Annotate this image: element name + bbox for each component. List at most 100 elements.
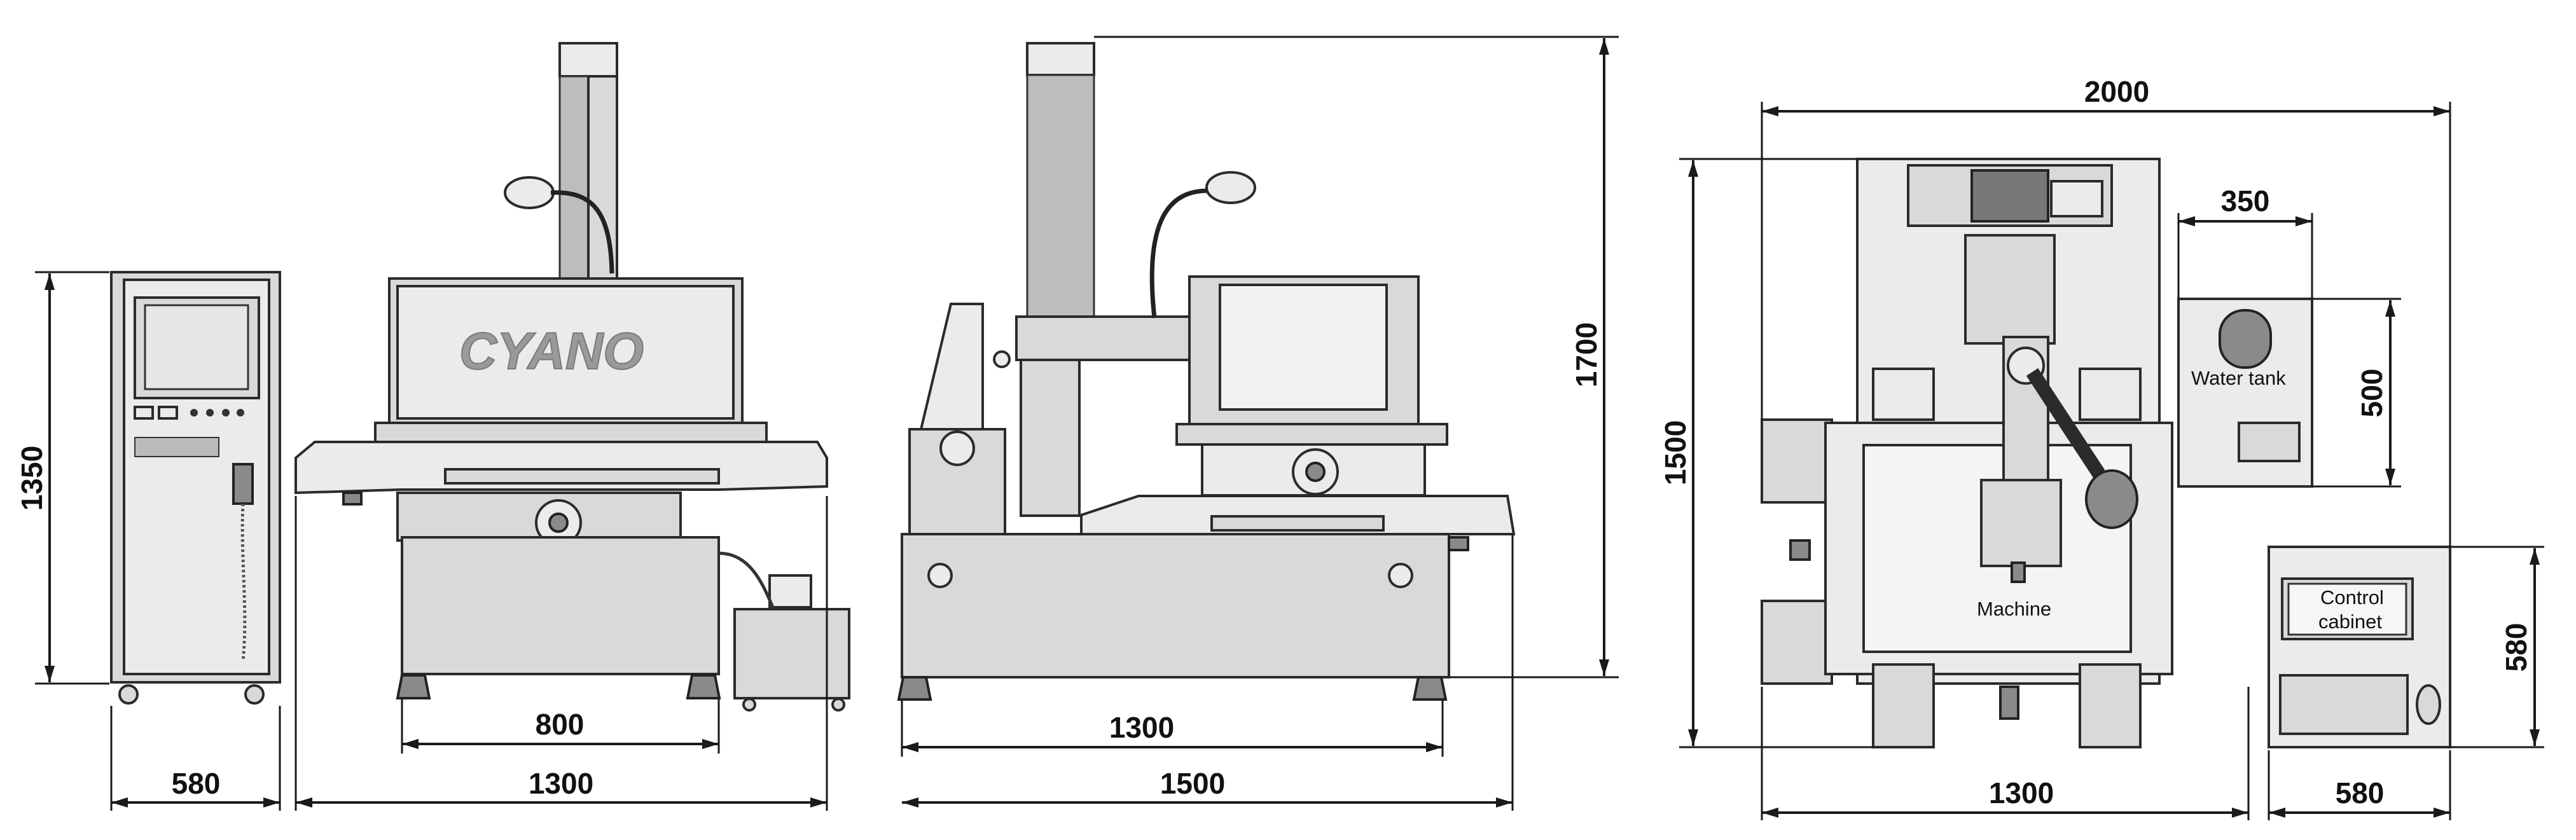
wire-guide-arm xyxy=(919,303,984,430)
plan-foot-block xyxy=(1872,663,1935,748)
plan-nozzle xyxy=(2011,561,2026,583)
plan-motor xyxy=(2050,180,2103,217)
side-head-window xyxy=(1219,284,1388,411)
plan-handle xyxy=(1789,539,1811,561)
dimension-arrowhead xyxy=(2232,808,2248,818)
dimension-arrowhead xyxy=(2385,469,2395,485)
dimension-arrowhead xyxy=(902,742,918,752)
dim-label-plan-cabinet-width: 580 xyxy=(2336,776,2385,809)
plan-keyboard xyxy=(2279,674,2409,735)
tank-caster xyxy=(831,698,845,712)
dim-label-plan-cabinet-depth: 580 xyxy=(2500,623,2533,672)
dimension-arrowhead xyxy=(810,797,827,808)
tank-bracket xyxy=(342,492,363,506)
work-lamp xyxy=(504,176,555,209)
plan-wire-drum xyxy=(1970,169,2049,223)
dimension-arrowhead xyxy=(111,797,128,808)
dimension-arrowhead xyxy=(263,797,280,808)
cabinet-handwheel-pendant xyxy=(232,463,254,505)
plan-mouse xyxy=(2416,684,2441,725)
side-lamp-gooseneck xyxy=(1149,188,1208,319)
base-bracket xyxy=(1448,536,1469,551)
work-tank xyxy=(294,441,828,495)
column-cap xyxy=(558,42,618,78)
coolant-tank xyxy=(733,608,850,699)
brand-logo: CYANO xyxy=(459,322,644,380)
cabinet-keyboard xyxy=(134,437,219,457)
dim-label-side-height: 1700 xyxy=(1570,322,1603,387)
dim-label-front-base-width: 800 xyxy=(536,708,585,741)
dimension-arrowhead xyxy=(45,666,55,682)
dim-label-cabinet-height: 1350 xyxy=(15,446,48,511)
dim-label-front-total-width: 1300 xyxy=(529,767,593,800)
dimension-arrowhead xyxy=(702,739,719,749)
cabinet-knob xyxy=(190,409,198,417)
plan-drain-valve xyxy=(1999,685,2019,720)
base-drain xyxy=(927,563,953,588)
dimension-arrowhead xyxy=(1762,808,1778,818)
water-tank-pump xyxy=(2238,422,2301,462)
dimension-arrowhead xyxy=(1688,729,1698,746)
upper-head-cover xyxy=(396,285,735,420)
side-column-bellows xyxy=(1026,74,1095,318)
side-column-cap xyxy=(1026,42,1095,76)
cabinet-button xyxy=(134,406,154,420)
column-bellows xyxy=(558,75,590,281)
coolant-hose xyxy=(718,551,775,608)
cabinet-screen xyxy=(144,304,249,390)
dimension-arrowhead xyxy=(1762,106,1778,116)
lamp-gooseneck xyxy=(550,190,614,274)
dim-label-tank-depth: 500 xyxy=(2355,369,2388,418)
side-work-lamp xyxy=(1205,171,1256,204)
machine-base xyxy=(401,536,720,675)
cabinet-knob xyxy=(237,409,244,417)
dim-label-plan-depth: 1500 xyxy=(1659,420,1692,485)
dim-label-tank-width: 350 xyxy=(2221,184,2270,217)
cabinet-knob xyxy=(206,409,214,417)
water-tank-filter-icon xyxy=(2219,309,2272,369)
dimension-arrowhead xyxy=(2385,300,2395,317)
dim-label-side-base-width: 1300 xyxy=(1109,711,1174,744)
side-leveling-foot xyxy=(1412,676,1448,701)
plan-foot-block xyxy=(2079,663,2142,748)
dimension-arrowhead xyxy=(1426,742,1443,752)
plan-work-lamp xyxy=(2085,469,2138,529)
dimension-arrowhead xyxy=(296,797,312,808)
wire-pulley xyxy=(993,350,1011,368)
dimension-arrowhead xyxy=(2434,808,2450,818)
dim-label-cabinet-width: 580 xyxy=(172,767,221,800)
control-cabinet-label-2: cabinet xyxy=(2318,610,2382,633)
wire-drum xyxy=(939,430,975,466)
dimension-arrowhead xyxy=(2296,216,2312,226)
column-body xyxy=(587,75,618,281)
pendant-cable xyxy=(240,503,247,662)
side-machine-base xyxy=(901,533,1450,678)
plan-side-pad xyxy=(1761,418,1833,504)
dimension-arrowhead xyxy=(2530,548,2540,565)
dim-label-plan-total-width: 2000 xyxy=(2084,75,2149,108)
side-ballscrew-hub xyxy=(1305,462,1326,482)
plan-lamp-arm xyxy=(2026,368,2105,478)
dim-label-side-total-width: 1500 xyxy=(1160,767,1225,800)
plan-upper-head xyxy=(1980,479,2062,567)
leveling-foot xyxy=(686,674,721,699)
plan-z-arm xyxy=(1964,234,2056,345)
water-tank-label: Water tank xyxy=(2191,367,2286,389)
dimension-arrowhead xyxy=(2530,729,2540,746)
table-slide xyxy=(444,468,720,485)
side-table-rail xyxy=(1175,423,1448,446)
dimension-arrowhead xyxy=(2434,106,2450,116)
side-leveling-foot xyxy=(897,676,932,701)
side-z-column xyxy=(1020,359,1081,517)
dimension-arrowhead xyxy=(1599,659,1609,676)
base-drain xyxy=(1388,563,1413,588)
control-cabinet-label-1: Control xyxy=(2320,586,2384,609)
control-cabinet-front-view xyxy=(110,271,281,705)
plan-side-pad xyxy=(1761,600,1833,685)
cabinet-caster xyxy=(244,684,265,705)
dimension-arrowhead xyxy=(45,273,55,290)
cabinet-knob xyxy=(222,409,230,417)
dimension-arrowhead xyxy=(2269,808,2285,818)
plan-cabinet-screen xyxy=(2287,582,2407,636)
dimension-arrowhead xyxy=(2178,216,2195,226)
